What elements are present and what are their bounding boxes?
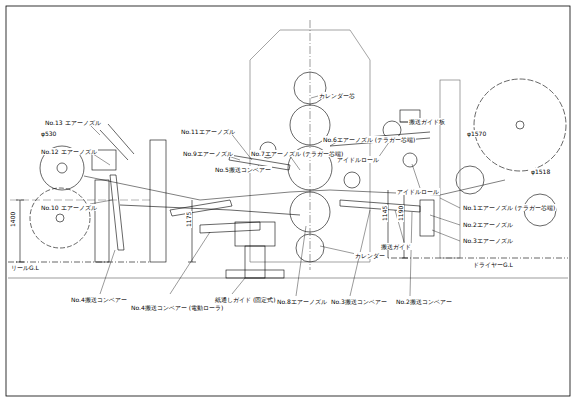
part-label: 紙通しガイド (固定式) [214,296,277,303]
part-label: 搬送ガイド板 [408,118,446,125]
part-label: ドライヤーG.L [472,261,514,268]
part-label: No.11エアーノズル [180,128,236,135]
part-label: No.5搬送コンベアー [214,166,272,173]
part-label: カレンダー [354,252,386,259]
part-label: No.7エアーノズル (テラガー芯端) [250,150,344,157]
part-label: No.8エアーノズル [276,298,328,305]
part-label: リールG.L [10,264,40,271]
dimension: φ1570 [466,130,487,137]
dimension: φ1518 [530,168,551,175]
part-label: No.6エアーノズル (テラガー芯端) [322,136,416,143]
part-label: No.4搬送コンベアー [70,296,128,303]
part-label: 搬送ガイド [380,243,412,250]
part-label: No.3搬送コンベアー [330,298,388,305]
dimension: 1190 [397,205,404,222]
part-label: No.3エアーノズル [462,237,514,244]
dimension: φ530 [40,130,57,137]
part-label: No.2エアーノズル [462,221,514,228]
part-label: No.4搬送コンベアー (電動ローラ) [130,304,224,311]
part-label: No.2搬送コンベアー [395,298,453,305]
dimension: 1145 [381,205,388,222]
part-label: No.12 エアーノズル [40,148,98,155]
dimension: 1400 [9,211,16,228]
part-label: アイドルロール [396,188,440,195]
part-label: カレンダー芯 [318,92,356,99]
part-label: No.1エアーノズル (テラガー芯端) [462,204,556,211]
part-label: No.13 エアーノズル [44,119,102,126]
part-label: アイドルロール [336,156,380,163]
dimension: 1175 [185,211,192,228]
part-label: No.10 エアーノズル [40,204,98,211]
part-label: No.9エアーノズル [182,150,234,157]
